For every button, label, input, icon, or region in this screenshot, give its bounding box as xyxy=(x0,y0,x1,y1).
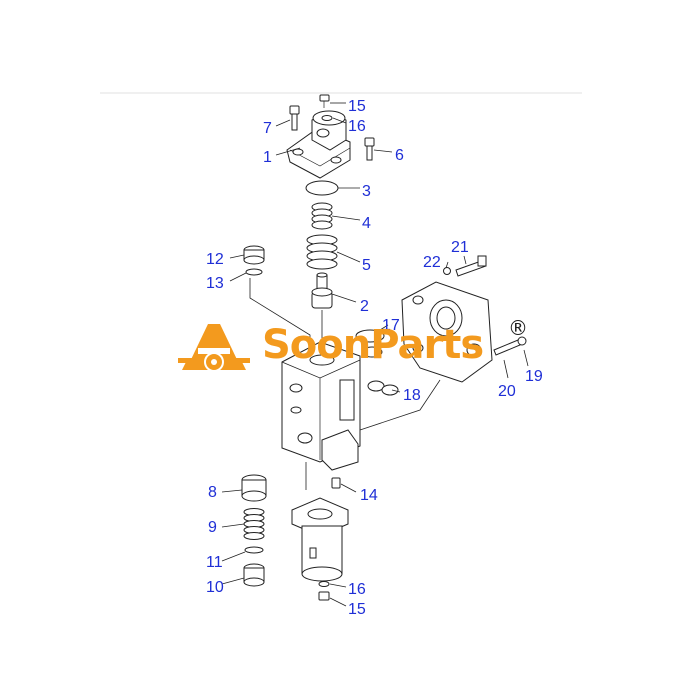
callout-1: 1 xyxy=(263,149,272,166)
callout-5: 5 xyxy=(362,257,371,274)
part-bolt-19-20 xyxy=(493,336,527,356)
part-washer-22 xyxy=(443,267,451,275)
callout-4: 4 xyxy=(362,215,371,232)
part-oring-3 xyxy=(305,180,339,196)
callout-17: 17 xyxy=(382,317,400,334)
part-bolt-7 xyxy=(289,105,300,131)
part-bolt-15-top xyxy=(319,94,330,108)
callout-2: 2 xyxy=(360,298,369,315)
part-seals-17 xyxy=(355,329,385,358)
part-plug-14 xyxy=(331,477,341,489)
callout-9: 9 xyxy=(208,519,217,536)
part-spring-9 xyxy=(243,508,265,540)
part-bolt-6 xyxy=(364,137,375,161)
callout-8: 8 xyxy=(208,484,217,501)
soonparts-logo-icon xyxy=(178,324,250,372)
callout-16-top: 16 xyxy=(348,118,366,135)
soonparts-watermark: SoonParts ® xyxy=(178,316,528,378)
callout-13: 13 xyxy=(206,275,224,292)
part-oring-13 xyxy=(245,268,263,276)
part-oring-11 xyxy=(244,546,264,554)
callout-16-bottom: 16 xyxy=(348,581,366,598)
callout-6: 6 xyxy=(395,147,404,164)
part-plug-10 xyxy=(243,563,265,587)
callout-15-bottom: 15 xyxy=(348,601,366,618)
part-valve-body xyxy=(281,341,361,471)
part-right-housing xyxy=(401,281,493,383)
callout-15-top: 15 xyxy=(348,98,366,115)
callout-3: 3 xyxy=(362,183,371,200)
callout-19: 19 xyxy=(525,368,543,385)
callout-14: 14 xyxy=(360,487,378,504)
registered-mark: ® xyxy=(508,316,528,340)
callout-20: 20 xyxy=(498,383,516,400)
callout-22: 22 xyxy=(423,254,441,271)
watermark-text: SoonParts xyxy=(262,322,484,368)
part-lower-cover xyxy=(291,497,349,582)
leader-lines xyxy=(221,102,529,607)
callout-10: 10 xyxy=(206,579,224,596)
part-spring-5 xyxy=(306,234,338,270)
part-piston-8 xyxy=(241,474,267,502)
part-spring-4 xyxy=(311,202,333,230)
part-spool-2 xyxy=(311,272,333,309)
callout-12: 12 xyxy=(206,251,224,268)
callout-11: 11 xyxy=(206,554,223,571)
part-plug-12 xyxy=(243,245,265,265)
callout-7: 7 xyxy=(263,120,272,137)
part-oring-16-top xyxy=(321,115,333,121)
part-bolt-21 xyxy=(455,255,487,277)
part-oring-16-bottom xyxy=(318,581,330,587)
callout-21: 21 xyxy=(451,239,469,256)
part-bolt-15-bottom xyxy=(318,591,330,601)
part-valves-18 xyxy=(367,380,399,396)
callout-18: 18 xyxy=(403,387,421,404)
